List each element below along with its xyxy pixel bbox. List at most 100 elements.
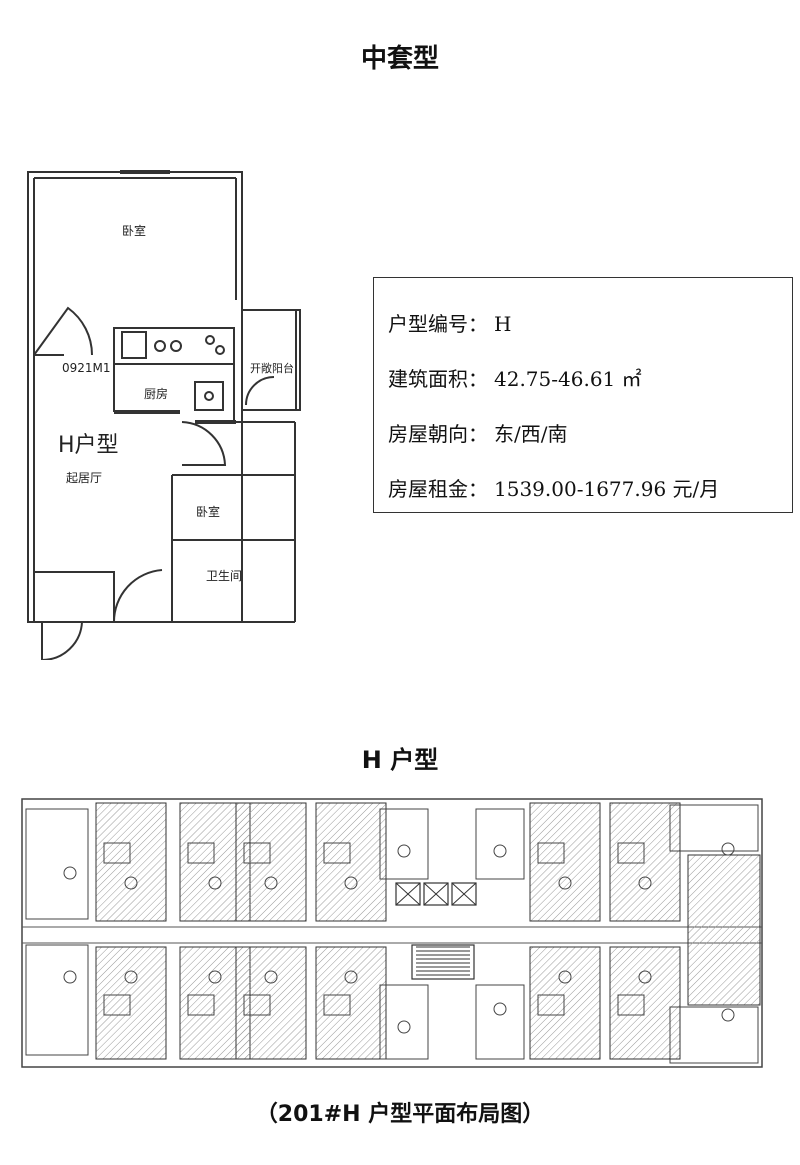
- unit-block: [609, 802, 681, 922]
- unit-floor-plan: 卧室 0921M1 厨房 开敞阳台 H户型 起居厅 卧室 卫生间: [27, 170, 301, 660]
- side-unit: [25, 944, 89, 1056]
- kitchen-counter: [113, 327, 235, 365]
- stove-burner: [215, 345, 225, 355]
- code-value: H: [494, 312, 512, 336]
- unit-marker: [721, 1008, 735, 1022]
- area-value: 42.75-46.61 ㎡: [494, 367, 642, 391]
- unit-marker: [344, 876, 358, 890]
- info-row-area: 建筑面积：42.75-46.61 ㎡: [388, 363, 642, 392]
- stove-burner: [154, 340, 166, 352]
- core-unit: [475, 808, 525, 880]
- code-label: 户型编号：: [388, 312, 488, 336]
- unit-marker: [124, 876, 138, 890]
- unit-room: [617, 842, 645, 864]
- stove-burner: [205, 335, 215, 345]
- unit-room: [243, 994, 271, 1016]
- sink: [121, 331, 147, 359]
- room-label: 卧室: [122, 223, 146, 238]
- core-unit: [379, 808, 429, 880]
- unit-marker: [63, 970, 77, 984]
- unit-block: [95, 946, 167, 1060]
- unit-room: [323, 994, 351, 1016]
- core-unit: [379, 984, 429, 1060]
- area-label: 建筑面积：: [388, 367, 488, 391]
- room-label: 开敞阳台: [250, 361, 294, 375]
- room-label: 卧室: [196, 504, 220, 519]
- outer-wall: [27, 171, 243, 623]
- door-swing: [181, 421, 227, 466]
- unit-block: [235, 802, 307, 922]
- elevator-cross: [395, 882, 421, 906]
- room-label: 厨房: [144, 386, 168, 401]
- unit-marker: [344, 970, 358, 984]
- door-swing: [33, 306, 93, 356]
- floor-plan-title: H 户型: [361, 746, 439, 774]
- elevator-cross: [423, 882, 449, 906]
- unit-room: [323, 842, 351, 864]
- unit-room: [243, 842, 271, 864]
- room-label: 起居厅: [66, 471, 102, 485]
- rent-value: 1539.00-1677.96 元/月: [494, 477, 720, 501]
- unit-marker: [208, 970, 222, 984]
- unit-block: [529, 946, 601, 1060]
- stove-burner: [170, 340, 182, 352]
- door-swing: [112, 569, 163, 623]
- unit-room: [187, 842, 215, 864]
- unit-block: [529, 802, 601, 922]
- info-row-code: 户型编号：H: [388, 308, 511, 337]
- unit-block: [315, 802, 387, 922]
- unit-marker: [124, 970, 138, 984]
- building-floor-plan: [21, 798, 763, 1068]
- door-swing: [245, 376, 275, 406]
- unit-marker: [208, 876, 222, 890]
- side-unit: [25, 808, 89, 920]
- rent-label: 房屋租金：: [388, 477, 488, 501]
- figure-caption: （201#H 户型平面布局图）: [255, 1102, 545, 1127]
- unit-room: [187, 994, 215, 1016]
- kitchen-sink: [194, 381, 224, 411]
- unit-type-label: H户型: [58, 433, 119, 458]
- info-row-orientation: 房屋朝向：东/西/南: [388, 418, 567, 447]
- stairwell: [411, 944, 475, 980]
- info-row-rent: 房屋租金：1539.00-1677.96 元/月: [388, 473, 719, 502]
- unit-marker: [264, 970, 278, 984]
- unit-block: [687, 854, 761, 1006]
- elevator: [423, 882, 449, 906]
- unit-info-box: 户型编号：H 建筑面积：42.75-46.61 ㎡ 房屋朝向：东/西/南 房屋租…: [373, 277, 793, 513]
- unit-marker: [638, 876, 652, 890]
- core-unit: [475, 984, 525, 1060]
- unit-room: [537, 842, 565, 864]
- unit-marker: [558, 876, 572, 890]
- orientation-value: 东/西/南: [494, 422, 568, 446]
- orientation-label: 房屋朝向：: [388, 422, 488, 446]
- drain: [204, 391, 214, 401]
- unit-marker: [493, 1002, 507, 1016]
- unit-marker: [721, 842, 735, 856]
- side-unit: [669, 804, 759, 852]
- page-title: 中套型: [360, 44, 439, 74]
- unit-marker: [397, 1020, 411, 1034]
- entry-porch: [33, 571, 115, 623]
- door-code-label: 0921M1: [62, 361, 111, 375]
- unit-marker: [63, 866, 77, 880]
- balcony-wall: [241, 309, 301, 411]
- unit-block: [95, 802, 167, 922]
- unit-marker: [638, 970, 652, 984]
- elevator: [395, 882, 421, 906]
- unit-room: [617, 994, 645, 1016]
- unit-room: [537, 994, 565, 1016]
- unit-marker: [558, 970, 572, 984]
- side-unit: [669, 1006, 759, 1064]
- unit-marker: [264, 876, 278, 890]
- door-swing: [41, 621, 83, 660]
- unit-marker: [397, 844, 411, 858]
- room-label: 卫生间: [206, 569, 242, 583]
- unit-room: [103, 994, 131, 1016]
- unit-block: [609, 946, 681, 1060]
- unit-block: [235, 946, 307, 1060]
- unit-block: [315, 946, 387, 1060]
- unit-marker: [493, 844, 507, 858]
- elevator: [451, 882, 477, 906]
- elevator-cross: [451, 882, 477, 906]
- unit-room: [103, 842, 131, 864]
